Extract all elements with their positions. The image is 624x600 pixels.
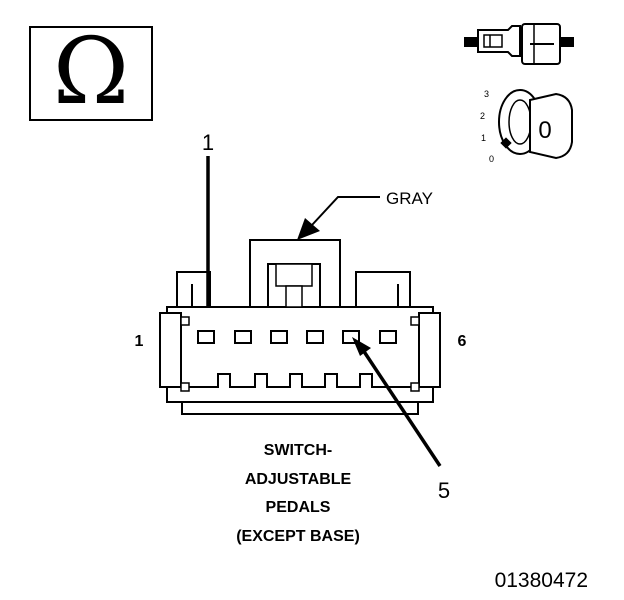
pin-cavity-2 (234, 330, 252, 344)
gray-color-label: GRAY (386, 189, 433, 208)
pin-5-callout-label: 5 (438, 478, 450, 503)
connector-plug-icon (464, 23, 574, 65)
pin-cavity-6 (379, 330, 397, 344)
pin-1-callout-label: 1 (202, 130, 214, 155)
ignition-position-0: 0 (489, 154, 494, 164)
title-line-3: PEDALS (266, 499, 331, 516)
pin-1-end-label: 1 (135, 333, 144, 350)
ignition-key-icon: 3 2 1 0 0 (480, 89, 573, 164)
title-line-1: SWITCH- (264, 442, 332, 459)
gray-callout: GRAY (297, 189, 433, 240)
omega-icon: Ω (53, 18, 129, 125)
connector-title: SWITCH- ADJUSTABLE PEDALS (EXCEPT BASE) (236, 442, 360, 545)
pin-cavity-4 (306, 330, 324, 344)
title-line-4: (EXCEPT BASE) (236, 528, 360, 545)
ignition-position-3: 3 (484, 89, 489, 99)
ignition-position-1: 1 (481, 133, 486, 143)
ignition-key-position-label: 0 (538, 117, 551, 144)
pin-cavity-1 (197, 330, 215, 344)
pin-cavity-3 (270, 330, 288, 344)
resistance-symbol-box: Ω (29, 18, 153, 125)
ignition-position-2: 2 (480, 111, 485, 121)
pin-5-callout: 5 (352, 337, 450, 503)
figure-id: 01380472 (495, 569, 588, 592)
pin-6-end-label: 6 (458, 333, 467, 350)
connector-body (159, 239, 441, 415)
title-line-2: ADJUSTABLE (245, 471, 352, 488)
